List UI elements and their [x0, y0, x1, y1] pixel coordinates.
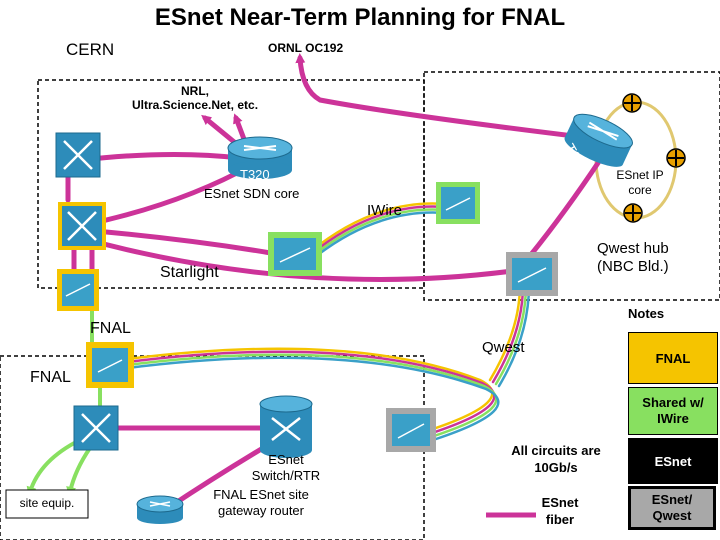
qwest-hub-label: Qwest hub (NBC Bld.) [597, 240, 669, 276]
router-icon [136, 495, 184, 524]
qwest-boundary [423, 71, 720, 301]
site-equip-label: site equip. [19, 496, 75, 510]
starlight-to-qwest-fiber [67, 232, 523, 282]
optical-mux-icon [386, 408, 436, 452]
switch-icon [73, 405, 119, 451]
starlight-label: Starlight [160, 264, 219, 281]
circuits-note-line2: 10Gb/s [534, 460, 578, 475]
switch-icon [58, 202, 106, 250]
legend-shared-line2: IWire [657, 411, 689, 426]
optical-mux-icon [506, 252, 558, 296]
legend-esnet: ESnet [628, 438, 718, 484]
gateway-label: FNAL ESnet site gateway router [196, 487, 326, 519]
legend-esnet-text: ESnet [654, 453, 692, 469]
legend-shared-iwire: Shared w/ IWire [628, 387, 718, 435]
ip-core-line2: core [628, 183, 652, 197]
router-icon [564, 113, 633, 167]
ring-node-icon [623, 203, 643, 223]
legend-esnet-qwest-line2: Qwest [652, 508, 692, 523]
gateway-line1: FNAL ESnet site [213, 487, 309, 502]
legend-esnet-qwest: ESnet/ Qwest [628, 486, 716, 530]
legend-notes-label: Notes [628, 306, 665, 321]
ring-node-icon [666, 148, 686, 168]
legend-fnal: FNAL [628, 332, 718, 384]
cern-label: CERN [66, 40, 115, 59]
router-icon [227, 136, 293, 179]
legend-shared-line1: Shared w/ [642, 395, 704, 410]
fnal-long-haul [118, 347, 494, 432]
qwest-hub-fiber [517, 157, 603, 271]
qwest-hub-line2: (NBC Bld.) [597, 258, 669, 275]
qwest-label: Qwest [482, 339, 525, 356]
ornl-label: ORNL OC192 [268, 41, 344, 55]
fnal-upper-label: FNAL [90, 320, 131, 337]
optical-mux-icon [86, 342, 134, 388]
t320-left-label: T320 [240, 167, 270, 182]
switch-to-sdn-fiber [79, 151, 243, 163]
nrl-label-line2: Ultra.Science.Net, etc. [131, 98, 259, 112]
page-title: ESnet Near-Term Planning for FNAL [154, 4, 566, 31]
circuits-note: All circuits are 10Gb/s [496, 442, 616, 476]
fiber-legend-line1: ESnet [541, 495, 579, 510]
ip-core-label: ESnet IP core [612, 168, 668, 198]
fnal-lower-label: FNAL [30, 369, 71, 386]
gateway-line2: gateway router [218, 503, 304, 518]
optical-mux-icon [57, 269, 99, 311]
site-link-2 [66, 446, 92, 497]
switch-rtr-line2: Switch/RTR [251, 468, 321, 483]
optical-mux-icon [436, 182, 480, 224]
starlight-to-iwire-fiber [81, 227, 303, 261]
switch-rtr-label: ESnet Switch/RTR [246, 452, 326, 484]
nrl-label: NRL, Ultra.Science.Net, etc. [130, 84, 260, 112]
ornl-fiber [295, 53, 593, 141]
legend-esnet-qwest-line1: ESnet/ [651, 492, 693, 507]
nrl-label-line1: NRL, [181, 84, 209, 98]
iwire-label: IWire [367, 202, 402, 219]
ring-node-icon [622, 93, 642, 113]
sdn-core-label: ESnet SDN core [204, 186, 300, 201]
switch-icon [55, 132, 101, 178]
fiber-legend-label: ESnet fiber [528, 494, 592, 528]
qwest-hub-line1: Qwest hub [597, 240, 669, 257]
switch-icon [259, 395, 313, 458]
starlight-boundary [37, 79, 425, 289]
site-link-1 [26, 438, 82, 497]
ip-core-line1: ESnet IP [616, 168, 664, 182]
fiber-legend-line2: fiber [545, 512, 575, 527]
legend-fnal-text: FNAL [655, 350, 691, 366]
site-equip-box [5, 489, 89, 519]
circuits-note-line1: All circuits are [511, 443, 601, 458]
switch-rtr-line1: ESnet [268, 452, 304, 467]
optical-mux-icon [268, 232, 322, 276]
